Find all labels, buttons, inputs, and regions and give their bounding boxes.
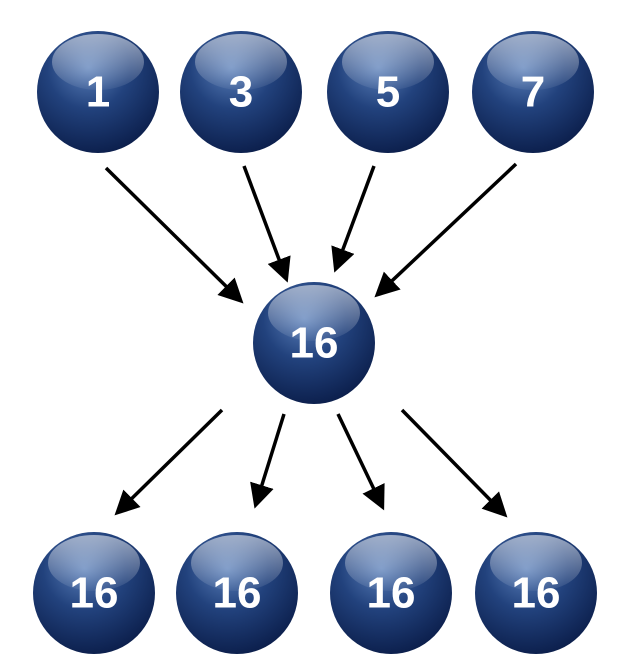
output-node-3: 16	[330, 532, 452, 654]
output-node-1-label: 16	[70, 569, 119, 618]
output-node-2: 16	[176, 532, 298, 654]
input-node-3: 3	[180, 31, 302, 153]
input-node-5-label: 5	[376, 68, 400, 117]
arrow-center-to-output-3	[336, 413, 385, 511]
arrow-input-7-to-center	[374, 162, 518, 298]
arrow-input-1-to-center	[104, 166, 244, 304]
input-node-5: 5	[327, 31, 449, 153]
input-arrows	[104, 162, 518, 304]
arrow-input-3-to-center	[242, 165, 291, 283]
output-node-4-label: 16	[512, 569, 561, 618]
input-node-1: 1	[37, 31, 159, 153]
input-node-7: 7	[472, 31, 594, 153]
input-node-1-label: 1	[86, 68, 110, 117]
output-node-1: 16	[33, 532, 155, 654]
center-node: 16	[253, 282, 375, 404]
arrow-input-5-to-center	[331, 165, 376, 273]
center-node-label: 16	[290, 319, 339, 368]
arrow-center-to-output-1	[114, 408, 224, 516]
arrow-center-to-output-4	[400, 408, 508, 518]
output-node-2-label: 16	[213, 569, 262, 618]
output-arrows	[114, 408, 508, 518]
output-node-4: 16	[475, 532, 597, 654]
input-node-3-label: 3	[229, 68, 253, 117]
input-node-7-label: 7	[521, 68, 545, 117]
arrow-center-to-output-2	[250, 413, 286, 509]
output-node-3-label: 16	[367, 569, 416, 618]
